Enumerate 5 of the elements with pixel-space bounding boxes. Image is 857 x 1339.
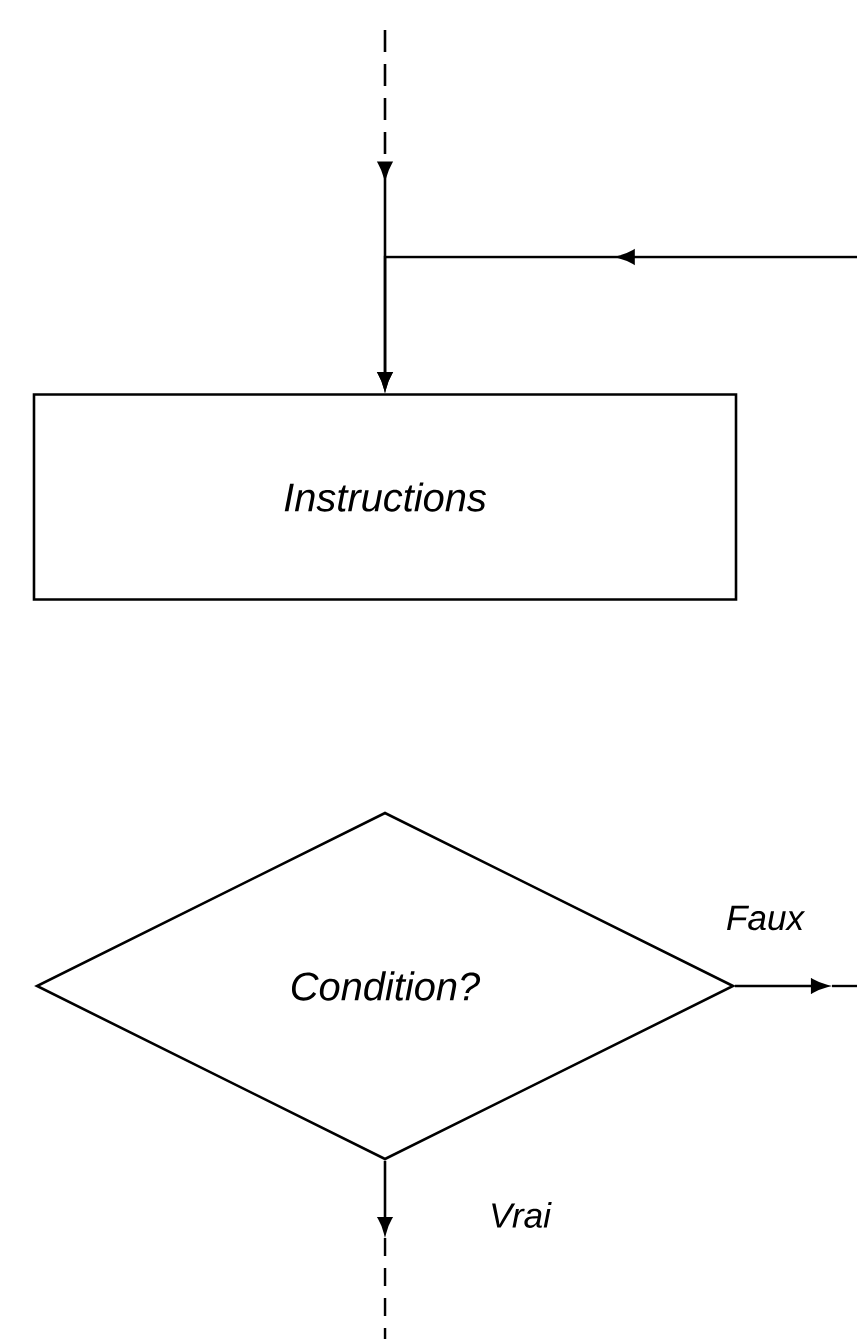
- arrow: [377, 1160, 393, 1235]
- edge-label: Vrai: [486, 1199, 554, 1231]
- arrow: [734, 978, 829, 994]
- arrow: [377, 249, 857, 390]
- process-box: Instructions: [32, 393, 738, 601]
